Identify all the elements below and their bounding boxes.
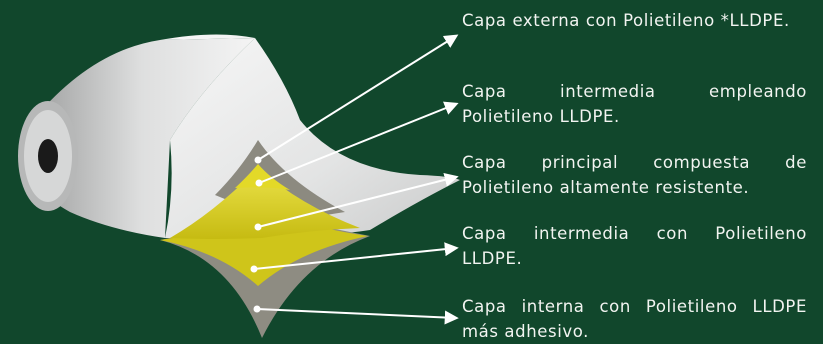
- label-main-layer: Capa principal compuesta de Polietileno …: [462, 153, 807, 197]
- arrow-main: [257, 172, 459, 228]
- arrow-outer: [257, 34, 459, 161]
- label-intermediate-layer-2: Capa intermedia con Polietileno LLDPE.: [462, 224, 807, 268]
- arrow-intermediate-2: [253, 242, 459, 270]
- roll-core-hole: [38, 139, 58, 173]
- label-inner-layer: Capa interna con Polietileno LLDPE más a…: [462, 297, 807, 341]
- intermediate-layer-1: [235, 164, 290, 190]
- arrow-intermediate-1: [258, 101, 459, 184]
- callout-arrows: [250, 34, 459, 325]
- main-layer: [170, 168, 360, 239]
- label-outer-layer: Capa externa con Polietileno *LLDPE.: [462, 11, 790, 30]
- label-intermediate-layer-1: Capa intermedia empleando Polietileno LL…: [462, 82, 807, 126]
- layer-stack: [160, 140, 370, 338]
- arrow-inner: [256, 308, 459, 325]
